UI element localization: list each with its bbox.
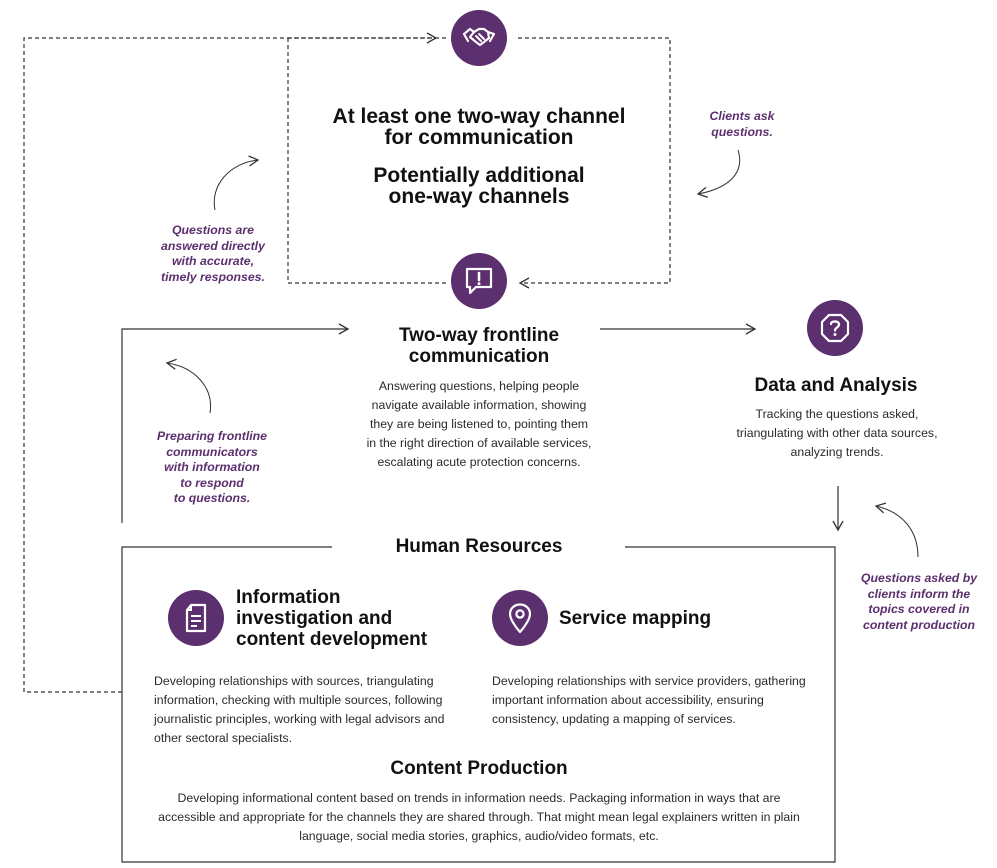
speech-bubble-exclamation-icon xyxy=(451,253,507,309)
service-mapping-title: Service mapping xyxy=(559,608,712,629)
hr-to-frontline-line xyxy=(121,323,350,523)
frontline-title: Two-way frontline communication xyxy=(398,325,560,367)
data-analysis-title: Data and Analysis xyxy=(754,375,918,396)
outer-loop-line xyxy=(23,32,438,693)
document-icon xyxy=(168,590,224,646)
annotation-clients-ask: Clients ask questions. xyxy=(709,109,775,139)
top-box-title-2: Potentially additional one-way channels xyxy=(373,164,585,208)
content-production-description: Developing informational content based o… xyxy=(158,791,800,843)
top-box-border xyxy=(287,37,671,289)
frontline-description: Answering questions, helping people navi… xyxy=(366,379,592,469)
question-octagon-icon xyxy=(807,300,863,356)
human-resources-title: Human Resources xyxy=(395,536,563,557)
annotation-questions-inform: Questions asked by clients inform the to… xyxy=(860,571,978,632)
human-resources-box xyxy=(121,546,836,863)
curved-arrow-clients xyxy=(696,149,741,198)
data-analysis-description: Tracking the questions asked, triangulat… xyxy=(736,407,938,459)
curved-arrow-inform xyxy=(874,502,919,558)
annotation-questions-answered: Questions are answered directly with acc… xyxy=(161,223,265,284)
curved-arrow-answered xyxy=(213,155,260,211)
location-pin-icon xyxy=(492,590,548,646)
annotation-preparing-frontline: Preparing frontline communicators with i… xyxy=(157,429,267,505)
service-mapping-description: Developing relationships with service pr… xyxy=(492,674,806,726)
curved-arrow-preparing xyxy=(165,358,212,414)
handshake-icon xyxy=(451,10,507,66)
info-investigation-title: Information investigation and content de… xyxy=(236,587,428,650)
top-box-title-1: At least one two-way channel for communi… xyxy=(332,105,626,149)
content-production-title: Content Production xyxy=(390,758,568,779)
info-investigation-description: Developing relationships with sources, t… xyxy=(154,674,445,745)
